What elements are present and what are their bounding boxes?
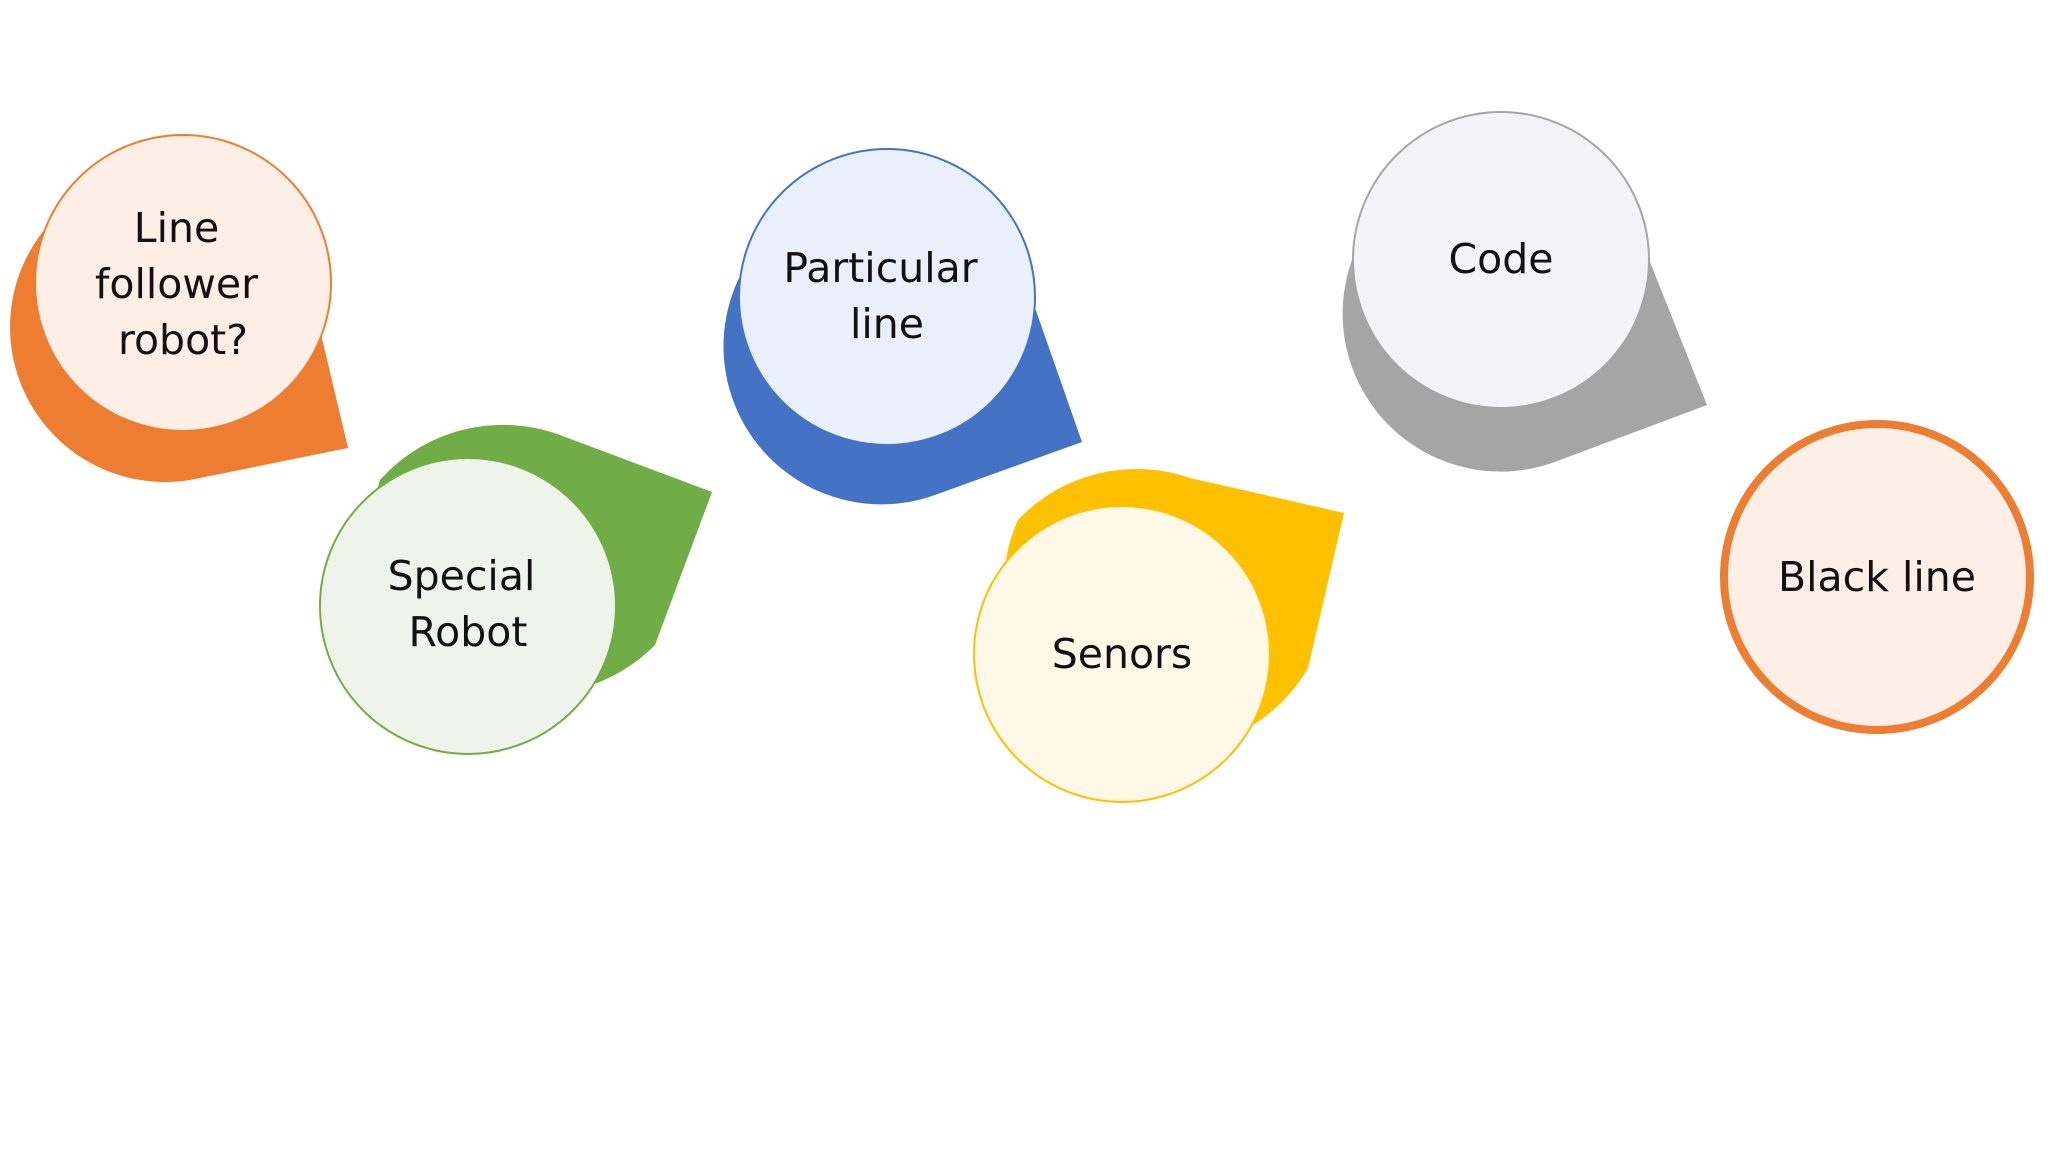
- node-senors-label: Senors: [1052, 630, 1193, 678]
- node-line-follower: Line follower robot?: [10, 134, 348, 483]
- svg-text:Particular line: Particular line: [783, 244, 990, 348]
- svg-text:Senors: Senors: [1052, 630, 1193, 678]
- node-line-follower-circle: [34, 134, 332, 432]
- node-code: Code: [1342, 111, 1707, 472]
- node-special-robot-circle: [319, 457, 617, 755]
- node-line-follower-label-line-1: Line: [134, 204, 219, 252]
- svg-text:Code: Code: [1449, 235, 1554, 283]
- node-code-circle: [1352, 111, 1650, 409]
- node-senors-circle: [973, 505, 1271, 803]
- node-particular-line-circle: [738, 148, 1036, 446]
- node-senors: Senors: [973, 468, 1344, 803]
- node-black-line-label: Black line: [1778, 553, 1976, 601]
- node-black-line-circle: [1720, 420, 2034, 734]
- svg-text:Special Robot: Special Robot: [388, 552, 549, 656]
- node-particular-line-label-line-1: Particular: [783, 244, 977, 292]
- node-special-robot-label-line-2: Robot: [409, 608, 528, 656]
- node-line-follower-label-line-3: robot?: [118, 316, 248, 364]
- node-line-follower-label-line-2: follower: [95, 260, 258, 308]
- svg-text:Line follower robo: Line follower robot?: [95, 204, 271, 364]
- node-special-robot: Special Robot: [319, 424, 712, 755]
- node-particular-line: Particular line: [723, 148, 1082, 505]
- node-special-robot-label-line-1: Special: [388, 552, 536, 600]
- node-black-line: Black line: [1720, 420, 2034, 734]
- node-code-label: Code: [1449, 235, 1554, 283]
- svg-text:Black line: Black line: [1778, 553, 1976, 601]
- node-particular-line-label-line-2: line: [850, 300, 924, 348]
